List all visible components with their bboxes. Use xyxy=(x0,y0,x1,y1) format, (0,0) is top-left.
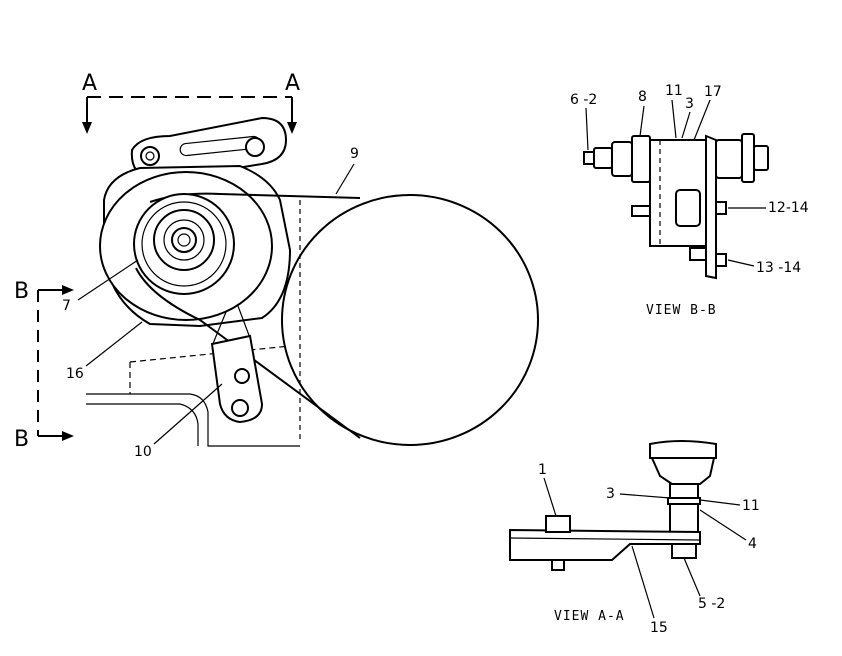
callout-13: 13 -14 xyxy=(756,260,801,276)
callout-7: 7 xyxy=(62,298,71,314)
callout-16: 16 xyxy=(66,366,84,382)
callout-6: 6 -2 xyxy=(570,92,597,108)
callout-8: 8 xyxy=(638,89,647,105)
callout-11-aa: 11 xyxy=(742,498,760,514)
section-a-left-label: A xyxy=(82,71,97,96)
section-b-marker: B B xyxy=(14,279,74,452)
section-b-bottom-label: B xyxy=(14,427,29,452)
callout-11-bb: 11 xyxy=(665,83,683,99)
callout-4: 4 xyxy=(748,536,757,552)
callout-17: 17 xyxy=(704,84,722,100)
callout-12: 12-14 xyxy=(768,200,809,216)
section-a-right-label: A xyxy=(285,71,300,96)
view-bb-callouts: 6 -2 8 11 3 17 12-14 13 -14 VIEW B-B xyxy=(570,83,809,318)
main-assembly-view xyxy=(86,116,539,447)
view-bb-title: VIEW B-B xyxy=(646,303,717,318)
main-view-callouts: 9 7 16 10 xyxy=(62,146,359,460)
view-aa xyxy=(509,440,717,571)
callout-3-aa: 3 xyxy=(606,486,615,502)
view-aa-callouts: 1 3 11 4 5 -2 15 VIEW A-A xyxy=(538,462,760,636)
callout-1: 1 xyxy=(538,462,547,478)
callout-5: 5 -2 xyxy=(698,596,725,612)
callout-15: 15 xyxy=(650,620,668,636)
view-aa-title: VIEW A-A xyxy=(554,609,625,624)
view-bb xyxy=(583,133,769,280)
section-b-top-label: B xyxy=(14,279,29,304)
callout-3-bb: 3 xyxy=(685,96,694,112)
callout-10: 10 xyxy=(134,444,152,460)
section-a-marker: A A xyxy=(82,71,300,134)
callout-9: 9 xyxy=(350,146,359,162)
